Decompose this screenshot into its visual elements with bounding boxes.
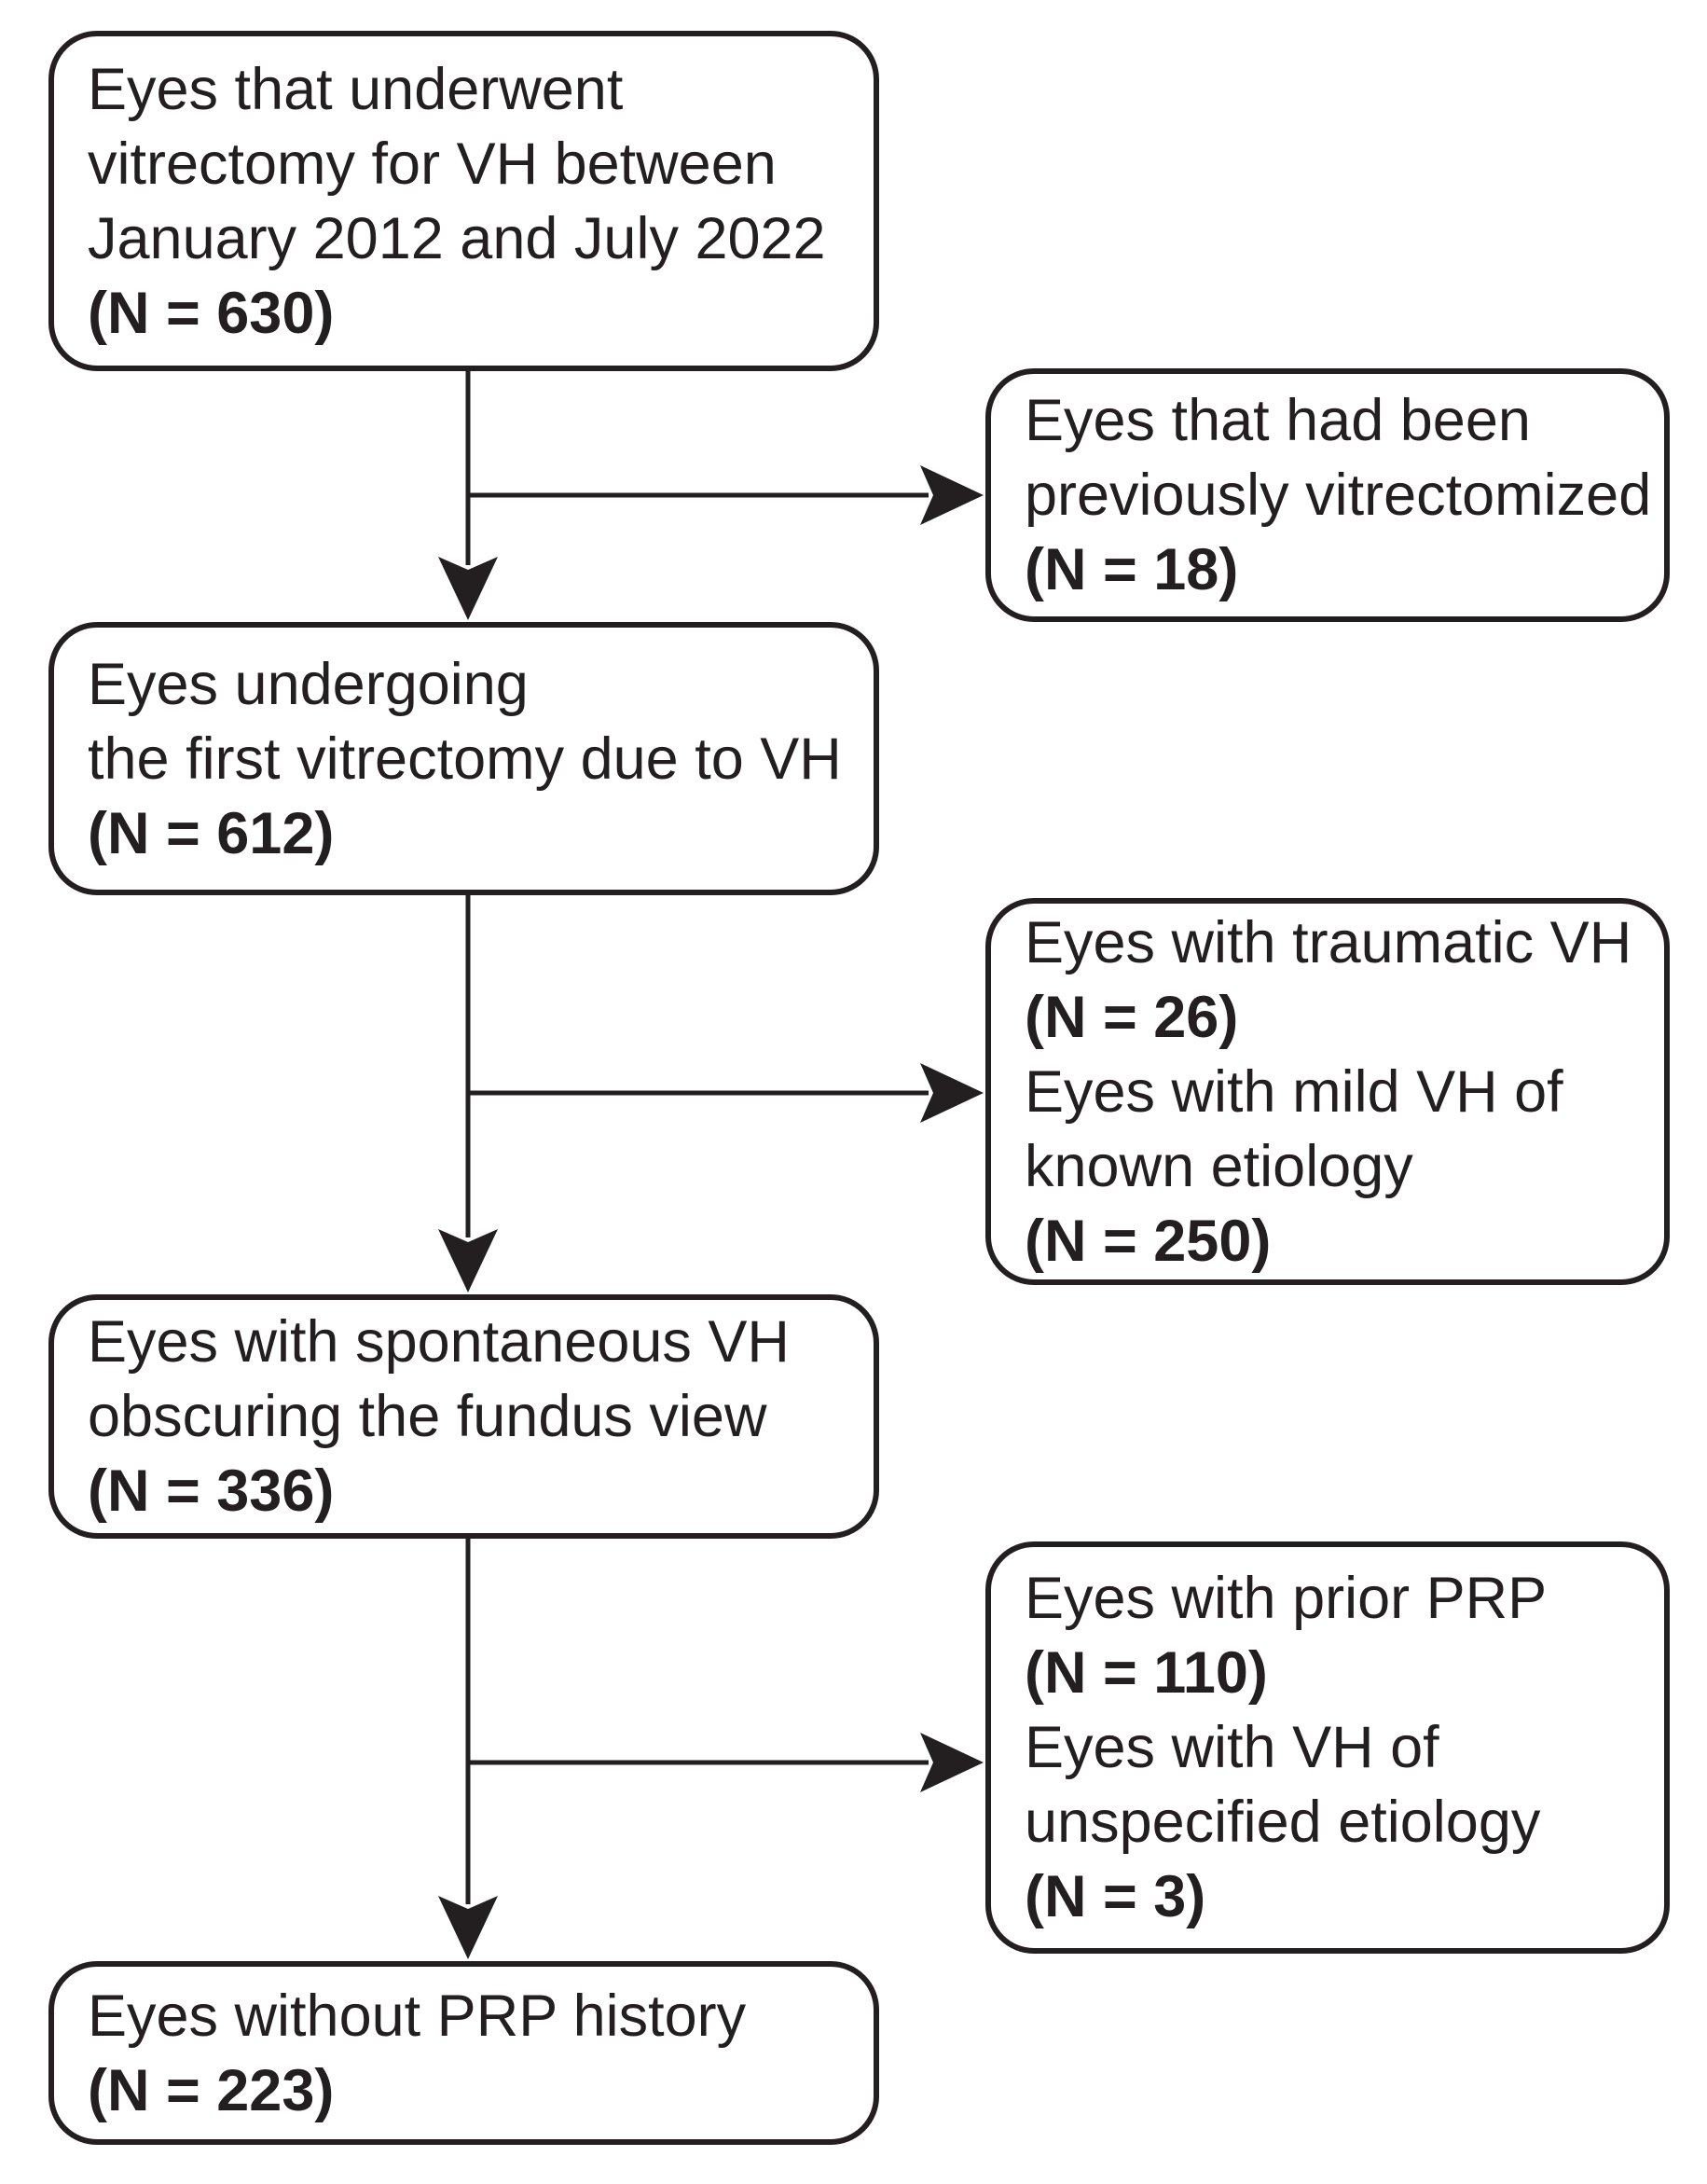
flow-box-text-line: the first vitrectomy due to VH <box>88 726 842 792</box>
flow-box-text-line: Eyes undergoing <box>88 651 529 717</box>
flow-box-first-vitrectomy: Eyes undergoing the first vitrectomy due… <box>48 622 879 895</box>
flow-box-n-count: (N = 250) <box>1025 1208 1272 1274</box>
flow-box-n-count: (N = 612) <box>88 800 335 866</box>
flow-box-text-line: Eyes with VH of <box>1025 1715 1439 1780</box>
flow-box-n-count: (N = 630) <box>88 280 335 346</box>
arrowhead-right-2 <box>920 1063 984 1123</box>
flow-box-text-line: Eyes with mild VH of <box>1025 1058 1563 1125</box>
flow-box-text-line: vitrectomy for VH between <box>88 131 777 197</box>
arrowhead-down-3 <box>438 1896 498 1959</box>
flow-box-n-count: (N = 336) <box>88 1458 335 1524</box>
flow-box-n-count: (N = 3) <box>1025 1864 1206 1929</box>
flow-box-n-count: (N = 223) <box>88 2057 335 2123</box>
arrowhead-right-1 <box>920 465 984 525</box>
flow-box-n-count: (N = 18) <box>1025 537 1239 602</box>
flow-box-excluded-previously-vitrectomized: Eyes that had been previously vitrectomi… <box>985 368 1670 622</box>
flow-box-text-line: unspecified etiology <box>1025 1790 1541 1855</box>
flow-box-final-no-prp-history: Eyes without PRP history (N = 223) <box>48 1961 879 2145</box>
flow-box-excluded-traumatic-and-mild: Eyes with traumatic VH (N = 26) Eyes wit… <box>985 898 1670 1285</box>
arrowhead-down-2 <box>438 1229 498 1292</box>
flow-box-n-count: (N = 26) <box>1025 984 1239 1050</box>
flow-box-spontaneous-vh: Eyes with spontaneous VH obscuring the f… <box>48 1294 879 1539</box>
flow-box-text-line: Eyes with traumatic VH <box>1025 909 1632 975</box>
flow-box-text-line: Eyes with prior PRP <box>1025 1566 1548 1631</box>
arrowhead-right-3 <box>920 1733 984 1792</box>
flow-box-text-line: Eyes without PRP history <box>88 1983 747 2049</box>
flow-box-excluded-prp-and-unspecified: Eyes with prior PRP (N = 110) Eyes with … <box>985 1541 1670 1954</box>
arrowhead-down-1 <box>438 557 498 620</box>
flow-box-text-line: previously vitrectomized <box>1025 463 1652 528</box>
flow-box-text-line: Eyes with spontaneous VH <box>88 1309 790 1375</box>
flow-box-text-line: obscuring the fundus view <box>88 1384 767 1449</box>
flow-box-text-line: known etiology <box>1025 1133 1413 1199</box>
flow-box-cohort-total: Eyes that underwent vitrectomy for VH be… <box>48 31 879 371</box>
flow-box-text-line: January 2012 and July 2022 <box>88 205 826 271</box>
flow-box-text-line: Eyes that had been <box>1025 388 1531 453</box>
flow-box-n-count: (N = 110) <box>1025 1640 1268 1706</box>
flow-box-text-line: Eyes that underwent <box>88 56 624 122</box>
